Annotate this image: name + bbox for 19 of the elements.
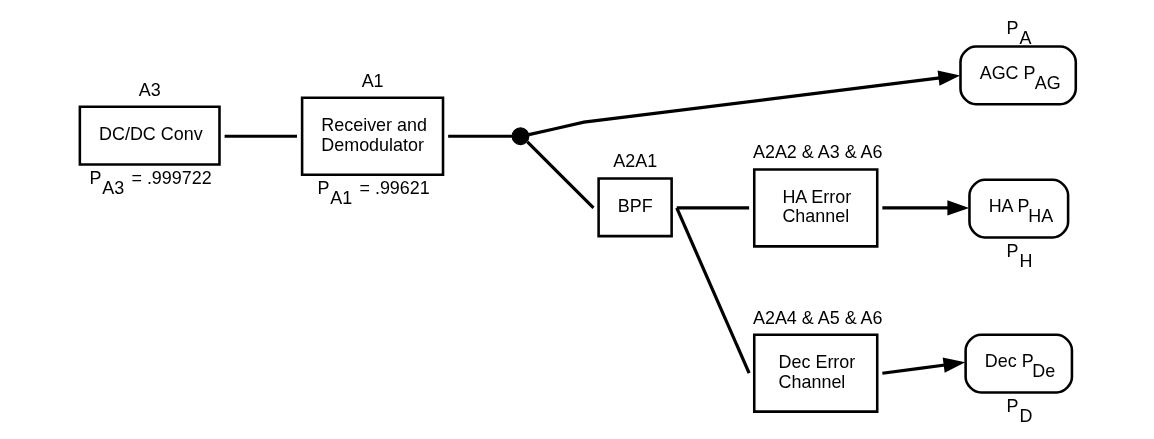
connector: [676, 206, 749, 210]
node-box: DC/DC Conv: [78, 105, 221, 166]
connector: [447, 134, 512, 138]
connector: [525, 140, 595, 210]
node-label: A2A4 & A5 & A6: [752, 307, 882, 328]
connector: [224, 134, 297, 138]
node-label: A1: [361, 70, 384, 91]
node-box: Receiver and Demodulator: [300, 96, 444, 176]
arrow: [881, 357, 965, 375]
connector: [674, 207, 751, 374]
node-label: A2A2 & A3 & A6: [752, 142, 882, 163]
node-box: HA Error Channel: [752, 168, 878, 248]
node-label: A3: [138, 79, 161, 100]
node-box: BPF: [596, 177, 673, 238]
node-circle: [511, 127, 529, 146]
node-label: A2A1: [612, 151, 657, 172]
arrow: [528, 70, 960, 137]
arrow: [881, 200, 969, 216]
node-box: Dec Error Channel: [752, 333, 878, 413]
